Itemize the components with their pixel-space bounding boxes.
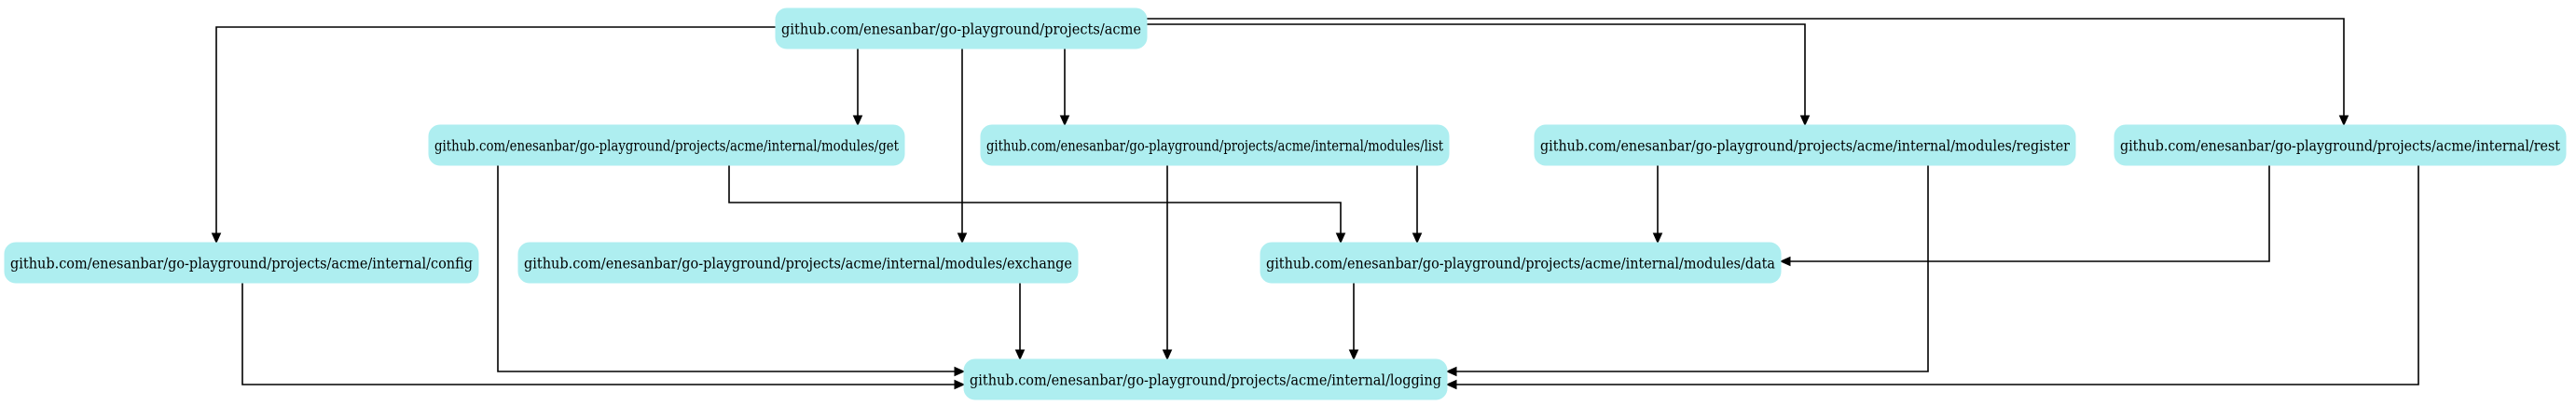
- node-rest: github.com/enesanbar/go-playground/proje…: [2114, 124, 2567, 166]
- node-exchange: github.com/enesanbar/go-playground/proje…: [517, 242, 1079, 284]
- arrowhead-icon: [1445, 379, 1457, 390]
- arrowhead-icon: [2338, 115, 2349, 127]
- arrowhead-icon: [954, 366, 966, 377]
- edge-acme-to-rest: [1147, 18, 2349, 127]
- arrowhead-icon: [957, 232, 968, 245]
- node-config: github.com/enesanbar/go-playground/proje…: [4, 242, 479, 284]
- node-box: [775, 7, 1148, 49]
- node-logging: github.com/enesanbar/go-playground/proje…: [963, 358, 1448, 400]
- node-box: [517, 242, 1079, 284]
- arrowhead-icon: [1779, 256, 1791, 267]
- node-acme: github.com/enesanbar/go-playground/proje…: [775, 7, 1148, 49]
- arrowhead-icon: [1014, 349, 1026, 361]
- node-register: github.com/enesanbar/go-playground/proje…: [1534, 124, 2076, 166]
- node-label: github.com/enesanbar/go-playground/proje…: [781, 21, 1141, 38]
- node-box: [1534, 124, 2076, 166]
- edge-acme-to-exchange: [957, 49, 968, 245]
- arrowhead-icon: [1445, 366, 1457, 377]
- node-box: [4, 242, 479, 284]
- arrowhead-icon: [1652, 232, 1663, 245]
- edge-acme-to-get: [852, 49, 863, 127]
- edge-acme-to-list: [1059, 49, 1070, 127]
- edge-list-to-data: [1412, 165, 1423, 245]
- edge-line: [1456, 165, 2419, 385]
- edge-line: [1147, 18, 2345, 116]
- edge-rest-to-data: [1779, 165, 2270, 267]
- nodes-layer: github.com/enesanbar/go-playground/proje…: [4, 7, 2567, 400]
- edge-line: [241, 283, 955, 385]
- node-label: github.com/enesanbar/go-playground/proje…: [970, 371, 1441, 389]
- node-label: github.com/enesanbar/go-playground/proje…: [1540, 137, 2070, 155]
- edges-layer: [211, 18, 2419, 390]
- edge-get-to-data: [728, 165, 1346, 245]
- node-box: [2114, 124, 2567, 166]
- edge-line: [215, 26, 776, 233]
- edge-line: [1790, 165, 2270, 262]
- node-data: github.com/enesanbar/go-playground/proje…: [1260, 242, 1782, 284]
- node-label: github.com/enesanbar/go-playground/proje…: [10, 255, 473, 273]
- arrowhead-icon: [211, 232, 222, 245]
- edge-acme-to-config: [211, 26, 776, 245]
- arrowhead-icon: [954, 379, 966, 390]
- node-label: github.com/enesanbar/go-playground/proje…: [434, 137, 899, 155]
- node-label: github.com/enesanbar/go-playground/proje…: [524, 255, 1072, 273]
- arrowhead-icon: [1412, 232, 1423, 245]
- edge-list-to-logging: [1162, 165, 1173, 361]
- arrowhead-icon: [1162, 349, 1173, 361]
- arrowhead-icon: [1799, 115, 1811, 127]
- edge-acme-to-register: [1147, 23, 1811, 127]
- arrowhead-icon: [1348, 349, 1359, 361]
- node-label: github.com/enesanbar/go-playground/proje…: [986, 137, 1443, 155]
- edge-rest-to-logging: [1445, 165, 2419, 390]
- arrowhead-icon: [1335, 232, 1346, 245]
- node-list: github.com/enesanbar/go-playground/proje…: [980, 124, 1450, 166]
- node-label: github.com/enesanbar/go-playground/proje…: [2120, 137, 2561, 155]
- edge-get-to-logging: [497, 165, 966, 377]
- edge-exchange-to-logging: [1014, 283, 1026, 361]
- node-get: github.com/enesanbar/go-playground/proje…: [428, 124, 905, 166]
- edge-config-to-logging: [241, 283, 966, 390]
- edge-register-to-data: [1652, 165, 1663, 245]
- edge-register-to-logging: [1445, 165, 1929, 377]
- node-box: [1260, 242, 1782, 284]
- edge-data-to-logging: [1348, 283, 1359, 361]
- edge-line: [1147, 23, 1806, 116]
- edge-line: [1456, 165, 1929, 372]
- node-label: github.com/enesanbar/go-playground/proje…: [1266, 255, 1775, 273]
- node-box: [980, 124, 1450, 166]
- node-box: [963, 358, 1448, 400]
- arrowhead-icon: [852, 115, 863, 127]
- node-box: [428, 124, 905, 166]
- edge-line: [497, 165, 955, 372]
- arrowhead-icon: [1059, 115, 1070, 127]
- edge-line: [728, 165, 1342, 233]
